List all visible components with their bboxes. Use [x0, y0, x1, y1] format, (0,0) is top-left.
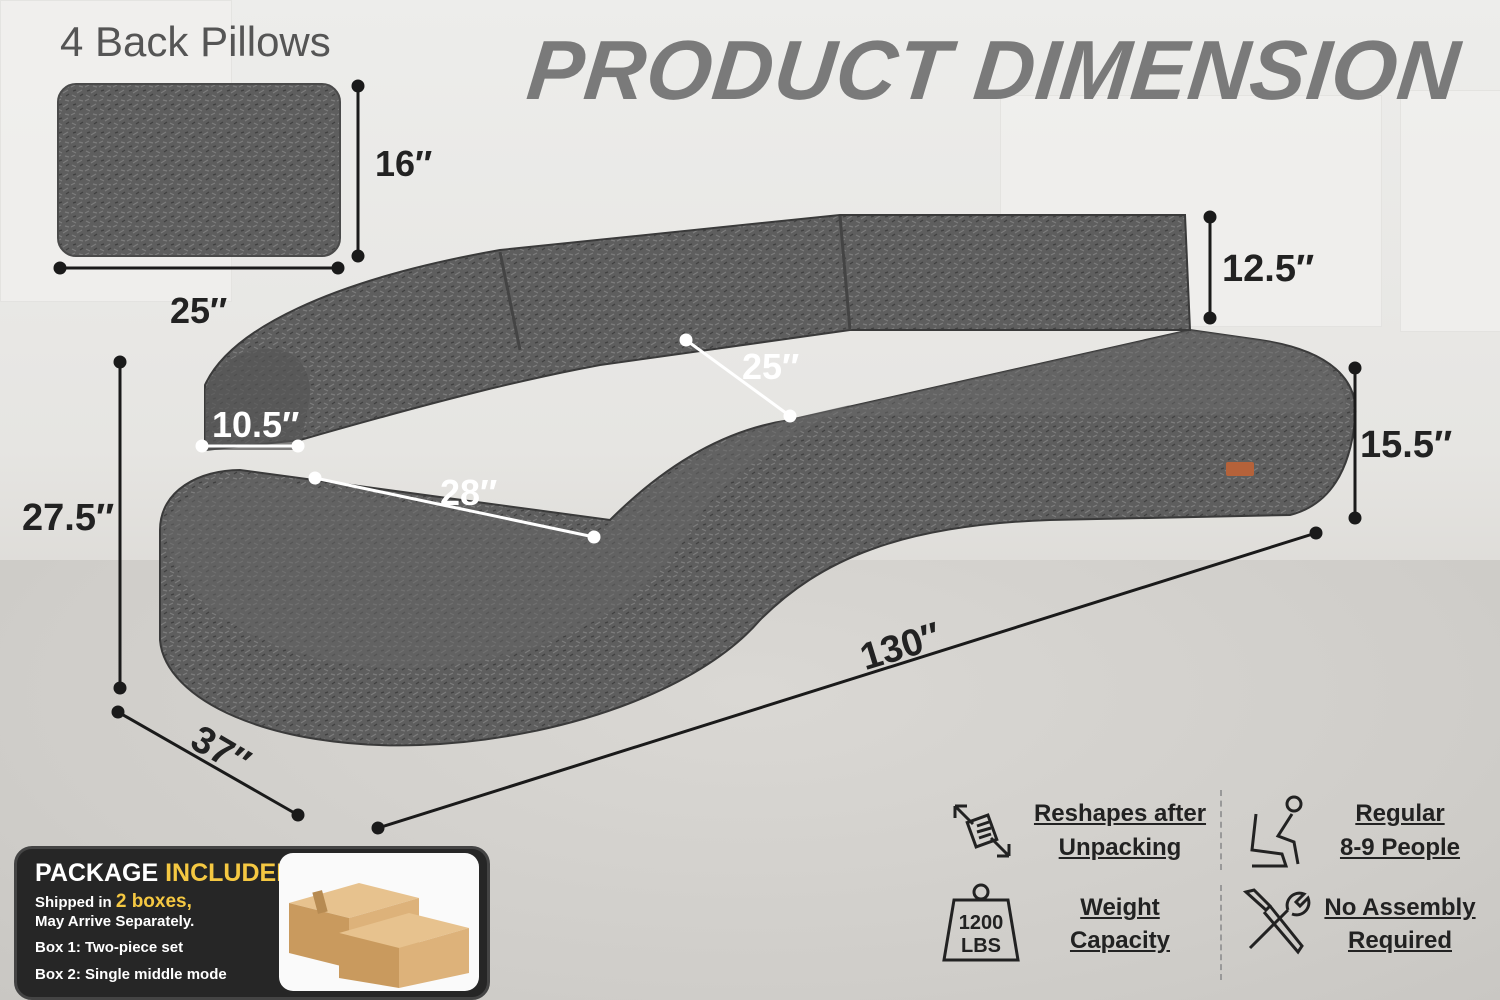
package-line-1: Shipped in 2 boxes, — [35, 891, 192, 912]
feature-weight: 1200 LBS — [940, 882, 1022, 964]
feature-divider-bottom — [1220, 885, 1222, 980]
package-line-3: Box 1: Two-piece set — [35, 939, 184, 956]
package-line-4: Box 2: Single middle mode — [35, 966, 227, 983]
arm-width-label: 10.5″ — [212, 404, 300, 445]
feature-assembly — [1240, 886, 1314, 960]
boxes-photo — [279, 853, 479, 991]
weight-icon-value: 1200 — [959, 912, 1004, 934]
pillow-height-label: 16″ — [375, 143, 433, 184]
feature-weight-line-1: Weight — [1080, 894, 1160, 921]
seat-depth-left-label: 28″ — [440, 472, 498, 513]
sofa-tag — [1226, 462, 1254, 476]
reshape-arrows-icon — [953, 804, 1011, 858]
feature-seating-line-2: 8-9 People — [1339, 834, 1461, 861]
page-title: PRODUCT DIMENSION — [523, 23, 1465, 117]
sofa-seat-left — [165, 405, 850, 669]
package-line-2: May Arrive Separately. — [35, 913, 195, 930]
sofa-backrest — [204, 214, 1192, 452]
package-included-panel: PACKAGE INCLUDED Shipped in 2 boxes, May… — [14, 846, 490, 1000]
seat-depth-right-label: 25″ — [742, 346, 800, 387]
feature-assembly-line-1: No Assembly — [1324, 894, 1476, 921]
wall-shelf — [1400, 90, 1500, 332]
feature-seating — [1242, 792, 1317, 872]
total-height-label: 27.5″ — [22, 497, 115, 539]
cardboard-boxes-icon — [289, 883, 469, 988]
back-pillow — [57, 83, 341, 257]
feature-reshape — [945, 796, 1020, 866]
pillow-width-label: 25″ — [170, 290, 228, 331]
feature-reshape-line-2: Unpacking — [1058, 834, 1182, 861]
package-heading: PACKAGE INCLUDED — [35, 859, 295, 887]
seat-height-label: 15.5″ — [1360, 424, 1453, 466]
sofa-arm — [205, 349, 310, 450]
seated-person-icon — [1250, 795, 1303, 868]
feature-assembly-line-2: Required — [1347, 927, 1452, 954]
weight-icon: 1200 LBS — [942, 883, 1020, 962]
weight-icon-unit: LBS — [961, 935, 1001, 957]
feature-seating-line-1: Regular — [1355, 800, 1445, 827]
wrench-screwdriver-icon — [1242, 888, 1311, 955]
feature-reshape-line-1: Reshapes after — [1033, 800, 1207, 827]
feature-divider-top — [1220, 790, 1222, 870]
feature-weight-line-2: Capacity — [1069, 927, 1171, 954]
pillows-heading: 4 Back Pillows — [60, 18, 331, 65]
back-height-label: 12.5″ — [1222, 248, 1315, 290]
sofa-seat-right — [790, 330, 1346, 420]
